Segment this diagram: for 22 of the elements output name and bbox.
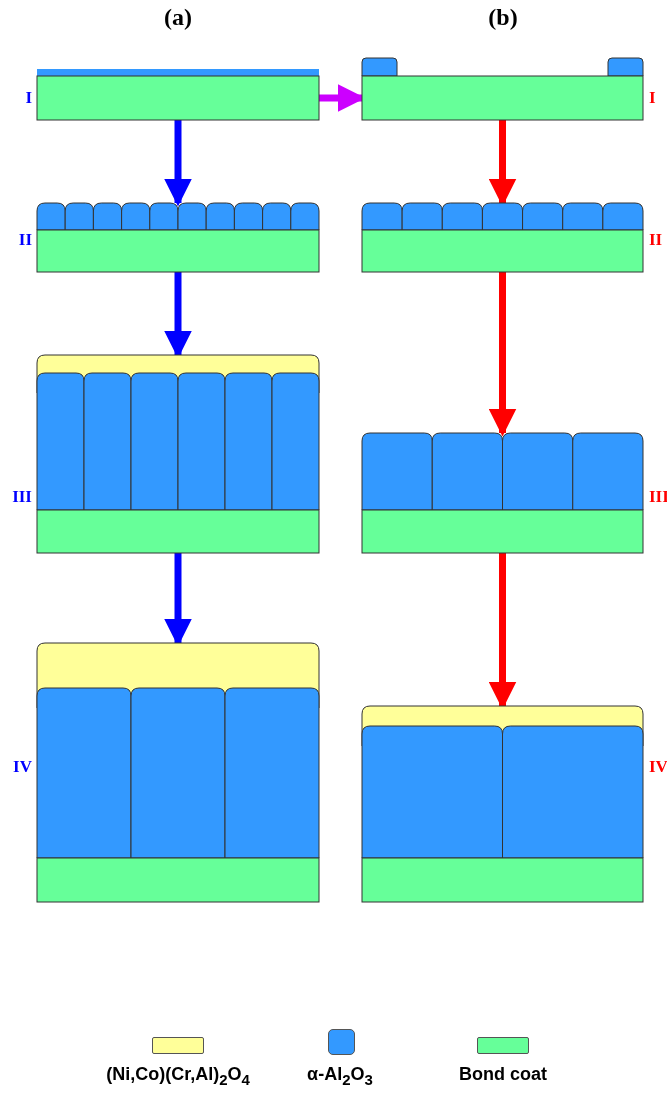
stage-numeral: II [649, 230, 663, 250]
arrow [164, 120, 192, 207]
stage-numeral: III [12, 487, 32, 507]
stage-numeral: II [18, 230, 32, 250]
oxide-scale-drawing [361, 705, 644, 903]
legend-label: α-Al$_{2}$O$_{3}$ [307, 1064, 373, 1088]
oxide-scale-drawing [36, 642, 320, 903]
panel-label: (a) [164, 4, 192, 31]
stage-numeral: IV [13, 757, 32, 777]
panel-label: (b) [488, 4, 518, 31]
legend-label: Bond coat [459, 1064, 547, 1085]
oxide-scale-drawing [36, 202, 320, 273]
legend-label: (Ni,Co)(Cr,Al)$_{2}$O$_{4}$ [106, 1064, 250, 1088]
oxide-scale-drawing [361, 202, 644, 273]
oxide-scale-drawing [36, 68, 320, 121]
stage-numeral: IV [649, 757, 667, 777]
stage-numeral: I [649, 88, 656, 108]
stage-numeral: I [25, 88, 32, 108]
oxide-scale-drawing [361, 432, 644, 554]
oxide-scale-drawing [361, 57, 644, 121]
oxide-scale-drawing [36, 354, 320, 554]
arrow [488, 272, 517, 437]
